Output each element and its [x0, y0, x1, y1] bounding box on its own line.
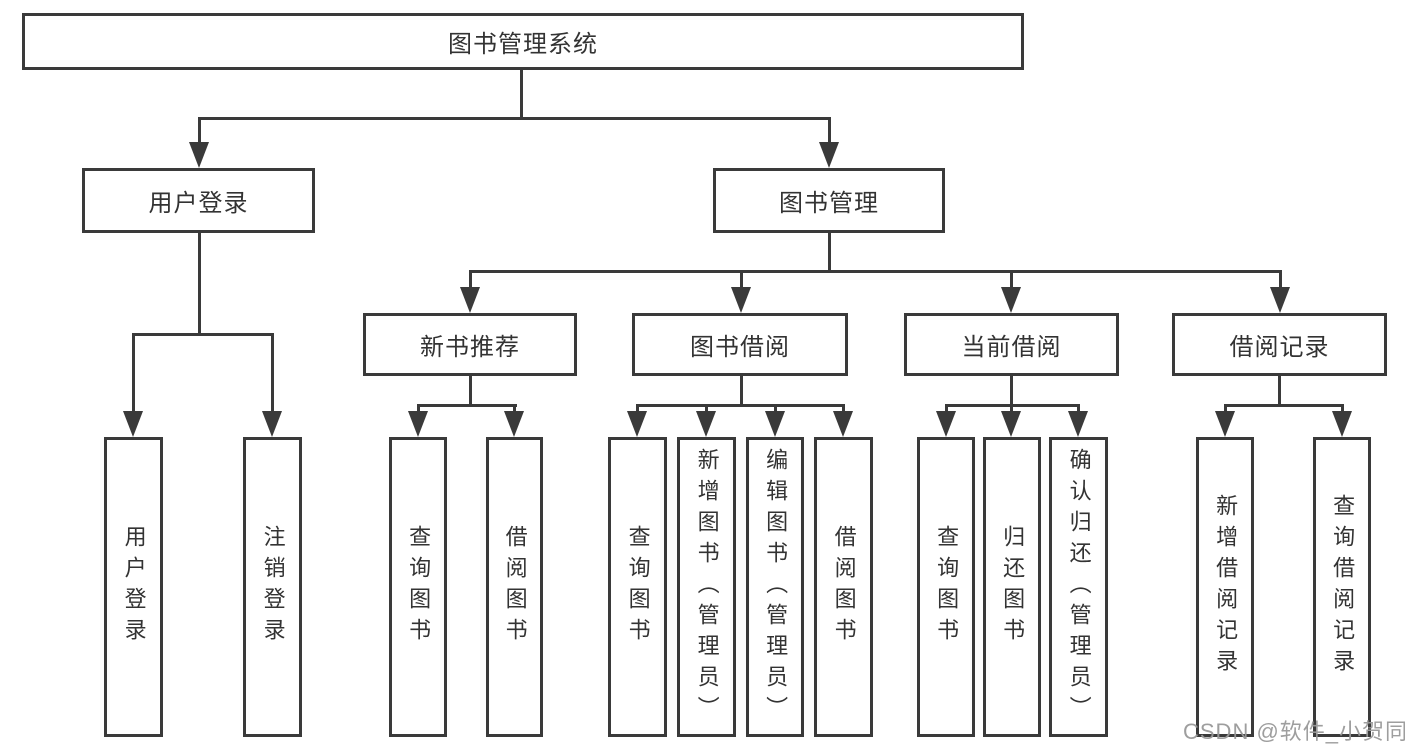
connector-line: [636, 404, 639, 413]
leaf-add-borrowing-record: 新增借阅记录: [1196, 437, 1254, 737]
arrow-down-icon: [504, 411, 524, 437]
leaf-user-login: 用户登录: [104, 437, 163, 737]
leaf-borrow-books-recommend-label: 借阅图书: [502, 525, 528, 649]
node-book-borrowing: 图书借阅: [632, 313, 848, 376]
connector-line: [271, 333, 274, 413]
connector-line: [740, 270, 743, 289]
node-book-management: 图书管理: [713, 168, 945, 233]
connector-line: [469, 376, 472, 406]
leaf-return-books-label: 归还图书: [1000, 525, 1026, 649]
arrow-down-icon: [833, 411, 853, 437]
connector-line: [417, 404, 420, 413]
node-current-borrowing-label: 当前借阅: [961, 334, 1062, 361]
connector-line: [842, 404, 845, 413]
leaf-user-login-label: 用户登录: [121, 525, 147, 649]
csdn-watermark: CSDN @软件_小贺同学: [1183, 719, 1405, 744]
leaf-borrow-books-borrowing-label: 借阅图书: [831, 525, 857, 649]
leaf-return-books: 归还图书: [983, 437, 1041, 737]
node-borrowing-records-label: 借阅记录: [1229, 334, 1330, 361]
connector-line: [417, 404, 517, 407]
connector-line: [774, 404, 777, 413]
leaf-query-books-recommend: 查询图书: [389, 437, 447, 737]
connector-line: [469, 270, 1281, 273]
connector-line: [1077, 404, 1080, 413]
leaf-query-books-borrowing: 查询图书: [608, 437, 667, 737]
connector-line: [198, 233, 201, 335]
arrow-down-icon: [1332, 411, 1352, 437]
leaf-query-books-current-label: 查询图书: [934, 525, 960, 649]
connector-line: [132, 333, 274, 336]
leaf-confirm-return-admin: 确认归还（管理员）: [1049, 437, 1108, 737]
node-root-label: 图书管理系统: [448, 31, 598, 58]
arrow-down-icon: [1215, 411, 1235, 437]
leaf-query-borrowing-record-label: 查询借阅记录: [1330, 494, 1356, 680]
connector-line: [1010, 376, 1013, 406]
node-user-login: 用户登录: [82, 168, 315, 233]
leaf-edit-books-admin-label: 编辑图书（管理员）: [763, 447, 789, 727]
connector-line: [1010, 404, 1013, 413]
connector-line: [520, 70, 523, 119]
arrow-down-icon: [765, 411, 785, 437]
connector-line: [828, 233, 831, 273]
node-current-borrowing: 当前借阅: [904, 313, 1119, 376]
leaf-add-books-admin-label: 新增图书（管理员）: [694, 447, 720, 727]
node-book-borrowing-label: 图书借阅: [690, 334, 790, 361]
connector-line: [1224, 404, 1343, 407]
connector-line: [828, 117, 831, 144]
connector-line: [1341, 404, 1344, 413]
connector-line: [513, 404, 516, 413]
arrow-down-icon: [123, 411, 143, 437]
node-borrowing-records: 借阅记录: [1172, 313, 1387, 376]
arrow-down-icon: [1068, 411, 1088, 437]
node-root: 图书管理系统: [22, 13, 1024, 70]
connector-line: [1010, 270, 1013, 289]
connector-line: [469, 270, 472, 289]
leaf-query-books-recommend-label: 查询图书: [406, 525, 432, 649]
arrow-down-icon: [731, 287, 751, 313]
leaf-borrow-books-recommend: 借阅图书: [486, 437, 543, 737]
arrow-down-icon: [627, 411, 647, 437]
arrow-down-icon: [262, 411, 282, 437]
connector-line: [132, 333, 135, 413]
node-new-book-recommendation-label: 新书推荐: [420, 334, 520, 361]
arrow-down-icon: [189, 142, 209, 168]
connector-line: [705, 404, 708, 413]
connector-line: [740, 376, 743, 406]
connector-line: [1279, 270, 1282, 289]
arrow-down-icon: [1001, 287, 1021, 313]
leaf-add-books-admin: 新增图书（管理员）: [677, 437, 736, 737]
connector-line: [945, 404, 948, 413]
leaf-logout: 注销登录: [243, 437, 302, 737]
node-book-management-label: 图书管理: [779, 190, 879, 217]
leaf-query-borrowing-record: 查询借阅记录: [1313, 437, 1371, 737]
leaf-confirm-return-admin-label: 确认归还（管理员）: [1066, 447, 1092, 727]
leaf-add-borrowing-record-label: 新增借阅记录: [1213, 494, 1239, 680]
arrow-down-icon: [696, 411, 716, 437]
connector-line: [198, 117, 831, 120]
leaf-query-books-borrowing-label: 查询图书: [625, 525, 651, 649]
arrow-down-icon: [1270, 287, 1290, 313]
arrow-down-icon: [460, 287, 480, 313]
arrow-down-icon: [408, 411, 428, 437]
connector-line: [1224, 404, 1227, 413]
node-user-login-label: 用户登录: [148, 190, 249, 217]
connector-line: [636, 404, 844, 407]
node-new-book-recommendation: 新书推荐: [363, 313, 577, 376]
leaf-query-books-current: 查询图书: [917, 437, 975, 737]
arrow-down-icon: [819, 142, 839, 168]
connector-line: [1278, 376, 1281, 406]
leaf-logout-label: 注销登录: [260, 525, 286, 649]
leaf-borrow-books-borrowing: 借阅图书: [814, 437, 873, 737]
arrow-down-icon: [936, 411, 956, 437]
connector-line: [198, 117, 201, 144]
arrow-down-icon: [1001, 411, 1021, 437]
leaf-edit-books-admin: 编辑图书（管理员）: [746, 437, 804, 737]
